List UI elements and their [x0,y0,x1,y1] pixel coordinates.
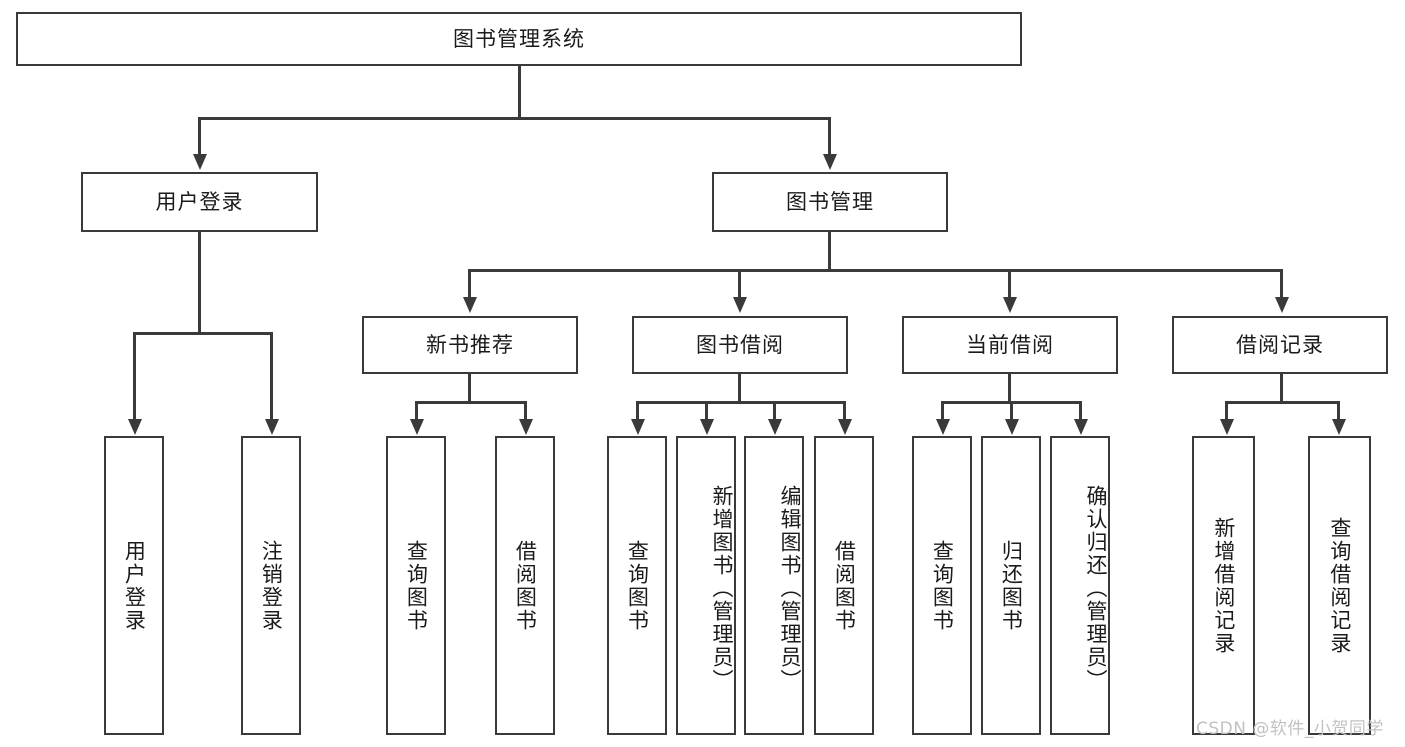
node-label: 查询图书 [625,539,650,632]
edge-borrow-record-drop-2 [1337,401,1340,421]
node-label: 新增借阅记录 [1211,516,1236,655]
node-root-book-management-system[interactable]: 图书管理系统 [16,12,1022,66]
node-label: 当前借阅 [966,332,1054,357]
edge-book-management-drop-2 [738,269,741,298]
edge-current-borrow-stem [1008,374,1011,403]
arrow-new-book-to-leaf-1 [409,419,424,435]
edge-book-borrow-drop-4 [843,401,846,421]
node-label: 注销登录 [259,539,284,632]
arrow-borrow-record-to-leaf-2 [1331,419,1346,435]
edge-current-borrow-drop-3 [1079,401,1082,421]
edge-root-drop-user-login [198,117,201,155]
node-book-borrow[interactable]: 图书借阅 [632,316,848,374]
node-label: 编辑图书（管理员） [778,485,802,692]
edge-root-bar [198,117,830,120]
leaf-book-borrow-edit-book-admin[interactable]: 编辑图书（管理员） [744,436,804,735]
edge-book-management-stem [828,232,831,272]
edge-book-management-drop-4 [1280,269,1283,298]
node-label: 归还图书 [999,539,1024,632]
csdn-watermark: CSDN @软件_小贺同学 [1196,714,1384,739]
node-label: 用户登录 [155,189,244,214]
edge-book-borrow-drop-1 [636,401,639,421]
leaf-borrow-record-query-record[interactable]: 查询借阅记录 [1308,436,1371,735]
leaf-book-borrow-query-book[interactable]: 查询图书 [607,436,667,735]
edge-book-management-drop-3 [1008,269,1011,298]
watermark-text: CSDN @软件_小贺同学 [1196,719,1384,739]
arrow-root-to-user-login [192,154,207,170]
node-label: 查询借阅记录 [1327,516,1352,655]
node-label: 确认归还（管理员） [1084,485,1108,692]
node-book-management[interactable]: 图书管理 [712,172,948,232]
leaf-user-login-logout[interactable]: 注销登录 [241,436,301,735]
node-label: 新书推荐 [426,332,514,357]
arrow-book-management-to-current-borrow [1002,297,1017,313]
node-new-book-recommend[interactable]: 新书推荐 [362,316,578,374]
node-user-login[interactable]: 用户登录 [81,172,318,232]
node-label: 查询图书 [404,539,429,632]
arrow-current-borrow-to-leaf-3 [1073,419,1088,435]
edge-user-login-bar [133,332,272,335]
edge-current-borrow-drop-2 [1010,401,1013,421]
arrow-book-borrow-to-leaf-1 [630,419,645,435]
leaf-borrow-record-add-record[interactable]: 新增借阅记录 [1192,436,1255,735]
edge-book-borrow-drop-3 [773,401,776,421]
edge-new-book-stem [468,374,471,403]
arrow-root-to-book-management [822,154,837,170]
leaf-new-book-query-book[interactable]: 查询图书 [386,436,446,735]
node-current-borrow[interactable]: 当前借阅 [902,316,1118,374]
node-borrow-record[interactable]: 借阅记录 [1172,316,1388,374]
edge-borrow-record-stem [1280,374,1283,403]
node-label: 新增图书（管理员） [710,485,734,692]
edge-new-book-drop-2 [524,401,527,421]
arrow-book-management-to-book-borrow [732,297,747,313]
arrow-book-borrow-to-leaf-3 [767,419,782,435]
edge-current-borrow-drop-1 [941,401,944,421]
edge-user-login-drop-1 [133,332,136,420]
arrow-current-borrow-to-leaf-2 [1004,419,1019,435]
leaf-book-borrow-add-book-admin[interactable]: 新增图书（管理员） [676,436,736,735]
leaf-current-borrow-confirm-return-admin[interactable]: 确认归还（管理员） [1050,436,1110,735]
leaf-current-borrow-query-book[interactable]: 查询图书 [912,436,972,735]
edge-borrow-record-drop-1 [1225,401,1228,421]
arrow-book-borrow-to-leaf-2 [699,419,714,435]
node-label: 图书管理系统 [453,26,585,51]
edge-user-login-stem [198,232,201,334]
arrow-book-management-to-borrow-record [1274,297,1289,313]
arrow-current-borrow-to-leaf-1 [935,419,950,435]
node-label: 借阅图书 [513,539,538,632]
edge-book-borrow-drop-2 [705,401,708,421]
edge-book-management-bar [468,269,1282,272]
arrow-borrow-record-to-leaf-1 [1219,419,1234,435]
leaf-book-borrow-borrow-book[interactable]: 借阅图书 [814,436,874,735]
arrow-user-login-to-leaf-2 [264,419,279,435]
node-label: 图书借阅 [696,332,784,357]
node-label: 查询图书 [930,539,955,632]
leaf-new-book-borrow-book[interactable]: 借阅图书 [495,436,555,735]
node-label: 用户登录 [122,539,147,632]
leaf-user-login-login[interactable]: 用户登录 [104,436,164,735]
edge-book-borrow-stem [738,374,741,403]
arrow-user-login-to-leaf-1 [127,419,142,435]
edge-borrow-record-bar [1225,401,1339,404]
edge-root-stem [518,66,521,119]
arrow-book-borrow-to-leaf-4 [837,419,852,435]
edge-new-book-bar [415,401,526,404]
edge-user-login-drop-2 [270,332,273,420]
edge-new-book-drop-1 [415,401,418,421]
edge-root-drop-book-management [828,117,831,155]
edge-book-management-drop-1 [468,269,471,298]
arrow-new-book-to-leaf-2 [518,419,533,435]
leaf-current-borrow-return-book[interactable]: 归还图书 [981,436,1041,735]
arrow-book-management-to-new-book [462,297,477,313]
node-label: 图书管理 [786,189,874,214]
node-label: 借阅记录 [1236,332,1324,357]
edge-book-borrow-bar [636,401,846,404]
node-label: 借阅图书 [832,539,857,632]
